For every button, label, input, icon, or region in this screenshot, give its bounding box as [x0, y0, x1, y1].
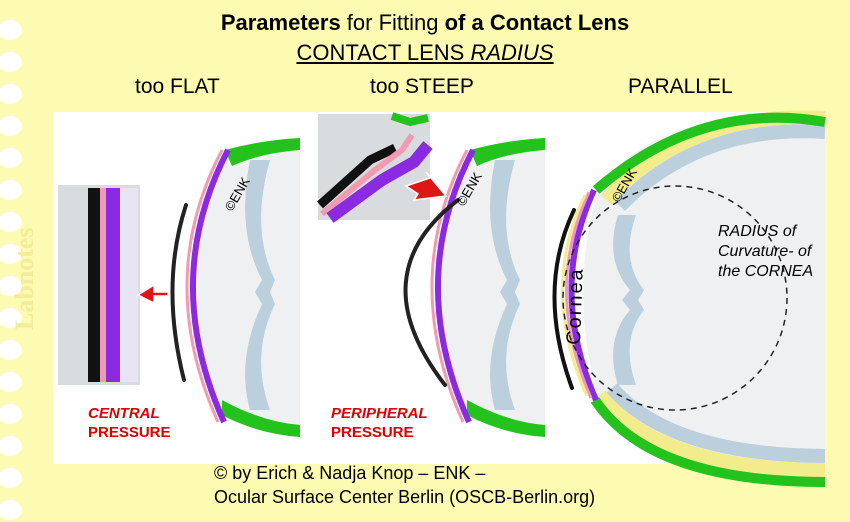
flat-inset-lens [88, 188, 100, 382]
parallel-sclera-bottom [606, 383, 826, 463]
credit-line-1: © by Erich & Nadja Knop – ENK – [214, 463, 486, 483]
flat-inset-stroma [120, 188, 138, 382]
parallel-contact-lens [552, 208, 576, 390]
title-part-2: for Fitting [340, 10, 445, 35]
column-label-steep: too STEEP [370, 75, 474, 98]
steep-epithelium [435, 148, 476, 424]
title-part-3: of a Contact Lens [444, 10, 630, 35]
cornea-label: Cornea [563, 267, 588, 345]
credit-line-2: Ocular Surface Center Berlin (OSCB-Berli… [214, 487, 596, 507]
flat-tear-film [185, 149, 224, 423]
subtitle-part-1: CONTACT LENS [296, 40, 471, 65]
parallel-iris [613, 215, 644, 385]
flat-inset-tear [100, 188, 106, 382]
parallel-tear-film [565, 191, 593, 399]
flat-pressure-arrow [136, 283, 169, 305]
steep-iris [490, 160, 520, 410]
steep-conjunctiva-bottom [467, 400, 545, 437]
parallel-sclera-top [614, 124, 826, 211]
radius-of-curvature-circle [562, 185, 788, 411]
parallel-conjunctiva-top [592, 112, 826, 194]
steep-contact-lens [403, 198, 460, 387]
flat-contact-lens [170, 203, 188, 382]
parallel-anterior-chamber [583, 112, 825, 470]
steep-inset-lens [316, 143, 397, 209]
flat-anterior-chamber [196, 138, 300, 430]
radius-of-curvature-label: RADIUS of Curvature- of the CORNEA [718, 223, 814, 280]
central-pressure-top: CENTRAL [88, 405, 160, 422]
steep-tear-film [430, 149, 469, 423]
title-part-1: Parameters [220, 10, 341, 35]
central-pressure-label: CENTRAL PRESSURE [88, 404, 171, 442]
flat-conjunctiva-bottom [222, 400, 300, 437]
steep-inset-tear [320, 133, 415, 217]
subtitle-part-2: RADIUS [470, 40, 554, 65]
flat-conjunctiva-top [225, 138, 300, 166]
parallel-lens-capsule-bottom [594, 390, 826, 477]
steep-inset-conjunctiva [390, 112, 429, 127]
watermark-labnotes: Labnotes [10, 227, 39, 330]
paper-holes [0, 20, 22, 520]
eye-steep [316, 112, 545, 437]
page-subtitle: CONTACT LENS RADIUS [0, 40, 850, 66]
steep-pressure-arrow [404, 171, 448, 201]
peripheral-pressure-top: PERIPHERAL [331, 405, 428, 422]
page-title: Parameters for Fitting of a Contact Lens [0, 10, 850, 36]
flat-epithelium [190, 148, 231, 424]
steep-conjunctiva-top [470, 138, 545, 166]
eye-flat [58, 138, 300, 437]
parallel-conjunctiva-bottom [590, 397, 826, 487]
eye-parallel [552, 110, 826, 487]
peripheral-pressure-label: PERIPHERAL PRESSURE [331, 404, 428, 442]
steep-anterior-chamber [441, 138, 545, 430]
central-pressure-bottom: PRESSURE [88, 424, 171, 441]
parallel-epithelium [568, 188, 599, 402]
column-label-parallel: PARALLEL [628, 75, 733, 98]
flat-inset-epithelium [106, 188, 120, 382]
steep-inset-epithelium [326, 141, 433, 223]
peripheral-pressure-bottom: PRESSURE [331, 424, 414, 441]
flat-iris [245, 160, 275, 410]
column-label-flat: too FLAT [135, 75, 220, 98]
